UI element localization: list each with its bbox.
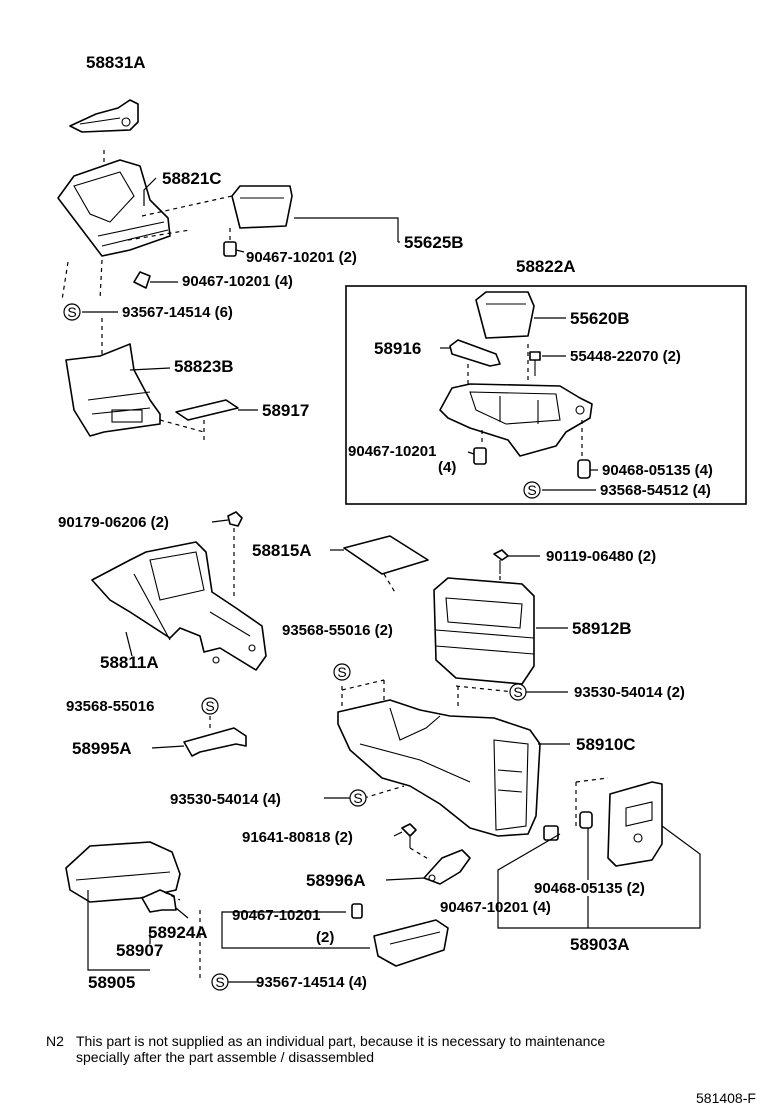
label-55620b: 55620B	[570, 309, 630, 328]
label-55448-22070: 55448-22070 (2)	[570, 348, 681, 365]
note-line-1: This part is not supplied as an individu…	[76, 1033, 605, 1049]
s-symbol-4: S	[509, 683, 527, 701]
part-58910c-shape	[337, 699, 541, 837]
label-91641-80818: 91641-80818 (2)	[242, 829, 353, 846]
label-93568-55016: 93568-55016	[66, 698, 154, 715]
part-58995a-shape	[183, 727, 247, 757]
s-symbol-5: S	[201, 697, 219, 715]
label-58815a: 58815A	[252, 541, 312, 560]
label-90467-10201-2-top: 90467-10201 (2)	[246, 249, 357, 266]
svg-text:S: S	[215, 974, 224, 990]
label-58905: 58905	[88, 973, 135, 992]
assembly-58822a-box	[345, 285, 747, 505]
label-93568-55016-2: 93568-55016 (2)	[282, 622, 393, 639]
label-58823b: 58823B	[174, 357, 234, 376]
label-58903a: 58903A	[570, 935, 630, 954]
bolt-55448	[529, 351, 541, 376]
clip-90467-arm	[351, 903, 363, 919]
part-58996a-shape	[423, 849, 471, 885]
clip-90468-low	[579, 811, 593, 829]
s-symbol-7: S	[211, 973, 229, 991]
label-58821c: 58821C	[162, 169, 222, 188]
part-55620b-shape	[475, 291, 535, 339]
s-symbol-2: S	[523, 481, 541, 499]
clip-90467-top-a	[223, 241, 237, 257]
clip-90467-low	[543, 825, 559, 841]
label-58917: 58917	[262, 401, 309, 420]
s-symbol-1: S	[63, 303, 81, 321]
svg-text:S: S	[337, 664, 346, 680]
clip-90468-box	[577, 459, 591, 479]
hinge-58924a	[141, 889, 177, 913]
label-58907: 58907	[116, 941, 163, 960]
label-90468-05135-box: 90468-05135 (4)	[602, 462, 713, 479]
footer-code: 581408-F	[696, 1090, 756, 1106]
part-58903a-shape	[607, 781, 663, 867]
nut-90179	[227, 511, 243, 527]
part-58831a-shape	[69, 99, 139, 133]
label-58924a: 58924A	[148, 923, 208, 942]
label-55625b: 55625B	[404, 233, 464, 252]
part-58917-shape	[175, 399, 239, 421]
note-code: N2	[46, 1033, 64, 1049]
svg-text:S: S	[527, 482, 536, 498]
label-90467-10201-4-top: 90467-10201 (4)	[182, 273, 293, 290]
part-58821c-shape	[57, 159, 171, 257]
label-58916: 58916	[374, 339, 421, 358]
part-58907-shape	[373, 919, 449, 967]
svg-text:S: S	[353, 790, 362, 806]
label-90467-box-qty: (4)	[438, 459, 456, 476]
label-93568-54512: 93568-54512 (4)	[600, 482, 711, 499]
label-90467-10201-arm: 90467-10201	[232, 907, 320, 924]
clip-90467-top-b	[133, 271, 151, 289]
label-93567-14514-6: 93567-14514 (6)	[122, 304, 233, 321]
label-90179-06206: 90179-06206 (2)	[58, 514, 169, 531]
label-93567-14514-4: 93567-14514 (4)	[256, 974, 367, 991]
label-93530-54014-2: 93530-54014 (2)	[574, 684, 685, 701]
s-symbol-6: S	[349, 789, 367, 807]
svg-text:S: S	[513, 684, 522, 700]
clip-90467-box	[473, 447, 487, 465]
part-58811a-shape	[91, 541, 267, 671]
part-58916-shape	[449, 339, 501, 367]
note-line-2: specially after the part assemble / disa…	[76, 1049, 374, 1065]
label-90467-arm-qty: (2)	[316, 929, 334, 946]
s-symbol-3: S	[333, 663, 351, 681]
screw-90119	[493, 549, 509, 574]
part-58822a-shape	[439, 383, 593, 457]
svg-text:S: S	[67, 304, 76, 320]
part-58905-shape	[65, 841, 181, 903]
label-58811a: 58811A	[100, 653, 159, 672]
part-55625b-shape	[231, 185, 293, 229]
label-58831a: 58831A	[86, 53, 146, 72]
label-90467-10201-box: 90467-10201	[348, 443, 436, 460]
label-58822a: 58822A	[516, 257, 576, 276]
label-58910c: 58910C	[576, 735, 636, 754]
label-93530-54014-4: 93530-54014 (4)	[170, 791, 281, 808]
label-58912b: 58912B	[572, 619, 632, 638]
label-90119-06480: 90119-06480 (2)	[546, 548, 656, 565]
label-58995a: 58995A	[72, 739, 132, 758]
part-58815a-shape	[343, 535, 429, 575]
label-90468-05135-2: 90468-05135 (2)	[534, 880, 645, 897]
label-90467-10201-4-low: 90467-10201 (4)	[440, 899, 551, 916]
screw-91641	[401, 823, 417, 848]
label-58996a: 58996A	[306, 871, 366, 890]
part-58912b-shape	[433, 577, 535, 685]
svg-text:S: S	[205, 698, 214, 714]
part-58823b-shape	[65, 343, 161, 437]
